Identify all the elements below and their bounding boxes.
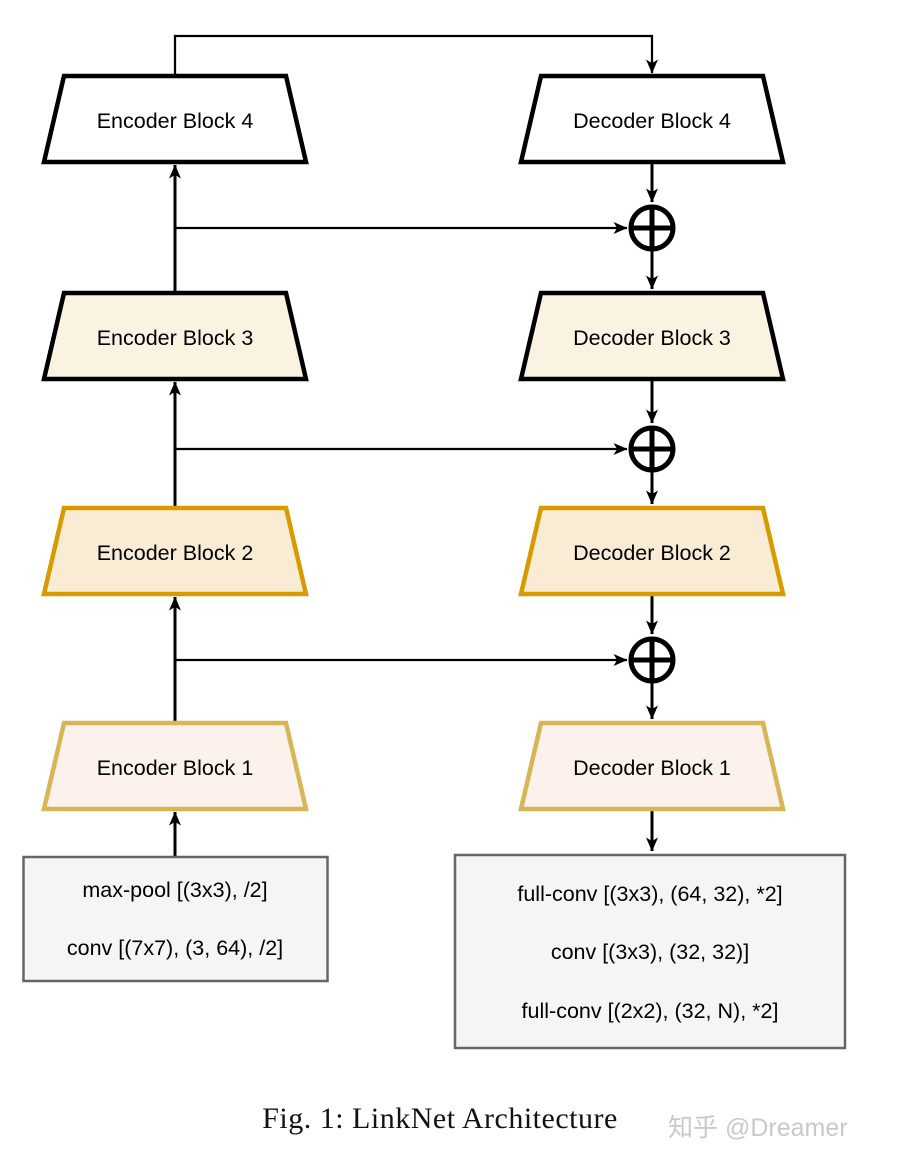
- encoder-block-1-shape: [41, 720, 309, 812]
- output-op-fullconv-2: full-conv [(2x2), (32, N), *2]: [522, 999, 779, 1023]
- encoder-block-1-label: Encoder Block 1: [97, 756, 254, 780]
- encoder-block-3-shape: [41, 290, 309, 382]
- encoder-block-2-shape: [41, 505, 309, 597]
- encoder-block-3-label: Encoder Block 3: [97, 326, 254, 350]
- encoder-block-2-label: Encoder Block 2: [97, 541, 254, 565]
- encoder-block-4-shape: [41, 73, 309, 165]
- output-op-conv: conv [(3x3), (32, 32)]: [551, 940, 749, 964]
- input-op-conv: conv [(7x7), (3, 64), /2]: [67, 936, 283, 960]
- decoder-block-2-shape: [518, 505, 786, 597]
- figure-caption: Fig. 1: LinkNet Architecture: [262, 1102, 618, 1135]
- caption-row: Fig. 1: LinkNet Architecture 知乎 @Dreamer: [0, 1096, 898, 1152]
- decoder-block-4-label: Decoder Block 4: [573, 109, 731, 133]
- decoder-block-2-label: Decoder Block 2: [573, 541, 731, 565]
- decoder-output-ops-box: full-conv [(3x3), (64, 32), *2] conv [(3…: [453, 853, 847, 1050]
- skip-connections: [175, 222, 628, 666]
- watermark: 知乎 @Dreamer: [668, 1114, 848, 1142]
- decoder-block-1-label: Decoder Block 1: [573, 756, 731, 780]
- encoder-block-4-label: Encoder Block 4: [97, 109, 254, 133]
- input-op-maxpool: max-pool [(3x3), /2]: [82, 878, 267, 902]
- add-icon-level1: [628, 636, 676, 684]
- decoder-block-3-shape: [518, 290, 786, 382]
- add-icon-level2: [628, 425, 676, 473]
- arrow-encoder4-to-decoder4-top-link: [173, 34, 658, 76]
- decoder-block-1-shape: [518, 720, 786, 812]
- decoder-column: Decoder Block 4 Decoder Block 3 Decoder …: [518, 73, 786, 812]
- add-icon-level3: [628, 204, 676, 252]
- encoder-input-ops-box: max-pool [(3x3), /2] conv [(7x7), (3, 64…: [22, 855, 329, 983]
- input-ops-box-shape: [22, 855, 329, 983]
- encoder-column: Encoder Block 4 Encoder Block 3 Encoder …: [41, 73, 309, 812]
- decoder-block-4-shape: [518, 73, 786, 165]
- architecture-diagram-canvas: Encoder Block 4 Encoder Block 3 Encoder …: [22, 34, 847, 1050]
- decoder-block-3-label: Decoder Block 3: [573, 326, 731, 350]
- output-ops-box-shape: [453, 853, 847, 1050]
- output-op-fullconv-1: full-conv [(3x3), (64, 32), *2]: [517, 882, 782, 906]
